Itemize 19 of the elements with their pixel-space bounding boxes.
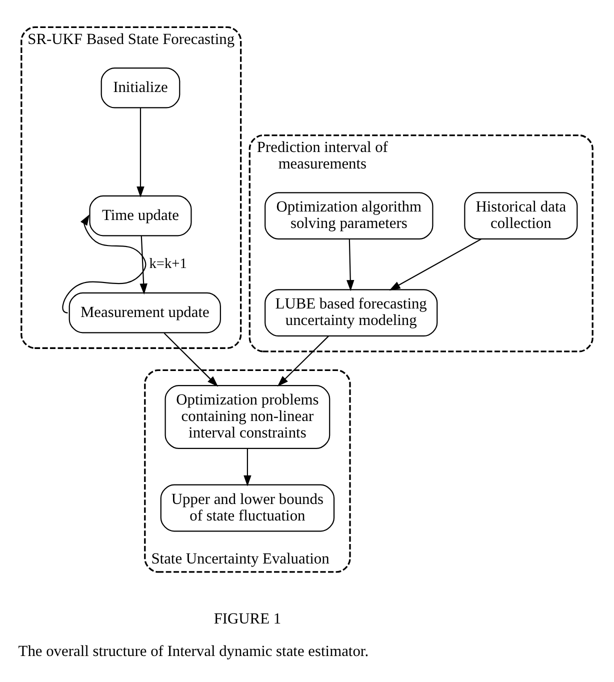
node-box: Historical data collection — [464, 192, 578, 239]
node-box: LUBE based forecasting uncertainty modeling — [264, 288, 438, 336]
arrow — [164, 332, 218, 386]
arrow — [244, 448, 252, 486]
arrow — [136, 108, 144, 197]
caption: The overall structure of Interval dynamic state estimator. — [18, 642, 369, 660]
node-box: Optimization problems containing non-linear interval constraints — [164, 384, 330, 449]
arrow — [62, 214, 146, 313]
arrow — [140, 236, 148, 294]
node-box: Initialize — [100, 66, 180, 108]
node-box: Time update — [89, 194, 192, 236]
label: FIGURE 1 — [214, 610, 282, 627]
node-box: Upper and lower bounds of state fluctuation — [160, 484, 335, 532]
node-box: Optimization algorithm solving parameters — [264, 192, 434, 239]
edge-label: k=k+1 — [149, 256, 187, 272]
arrow — [346, 238, 354, 291]
node-box: Measurement update — [68, 292, 221, 333]
arrow — [389, 238, 482, 290]
arrow — [277, 335, 329, 386]
